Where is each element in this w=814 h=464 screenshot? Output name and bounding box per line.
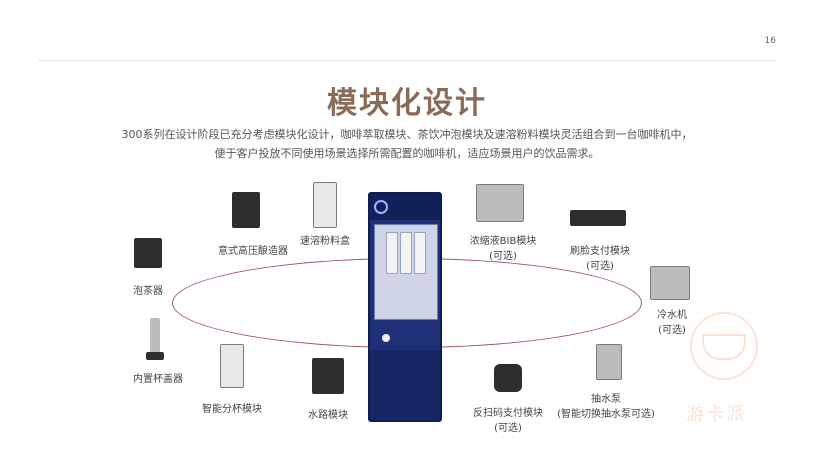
module-concentrate-bib: 浓缩液BIB模块 (可选) bbox=[458, 182, 548, 266]
module-label: 意式高压酿造器 bbox=[208, 242, 298, 257]
cup-lid-base-icon bbox=[146, 352, 164, 360]
module-face-pay: 刷脸支付模块 (可选) bbox=[558, 204, 642, 276]
header-divider bbox=[38, 60, 776, 61]
module-label: 抽水泵 (智能切换抽水泵可选) bbox=[548, 390, 664, 420]
brewer-icon bbox=[232, 192, 260, 228]
module-water-pump: 抽水泵 (智能切换抽水泵可选) bbox=[548, 340, 664, 430]
module-label: 速溶粉料盒 bbox=[290, 232, 360, 247]
module-label: 浓缩液BIB模块 (可选) bbox=[458, 232, 548, 262]
qr-pay-icon bbox=[494, 364, 522, 392]
machine-logo-icon bbox=[374, 200, 388, 214]
module-cup-lid-dispenser: 内置杯盖器 bbox=[124, 318, 192, 388]
bib-module-icon bbox=[476, 184, 524, 222]
module-label: 内置杯盖器 bbox=[124, 370, 192, 385]
module-label: 泡茶器 bbox=[126, 282, 170, 297]
module-label-sub: (可选) bbox=[558, 257, 642, 272]
module-label: 刷脸支付模块 (可选) bbox=[558, 242, 642, 272]
face-pay-icon bbox=[570, 210, 626, 226]
page-number: 16 bbox=[765, 36, 776, 46]
module-qr-pay: 反扫码支付模块 (可选) bbox=[466, 350, 550, 434]
watermark-text: 游卡派 bbox=[686, 400, 746, 426]
water-path-icon bbox=[312, 358, 344, 394]
description-line-1: 300系列在设计阶段已充分考虑模块化设计，咖啡萃取模块、茶饮冲泡模块及速溶粉料模… bbox=[0, 126, 814, 142]
machine-canister-3 bbox=[414, 232, 426, 274]
coffee-machine-image bbox=[368, 192, 442, 422]
machine-canister-1 bbox=[386, 232, 398, 274]
module-water-path: 水路模块 bbox=[298, 356, 358, 422]
module-label-sub: (可选) bbox=[466, 419, 550, 434]
water-chiller-icon bbox=[650, 266, 690, 300]
cup-dispenser-icon bbox=[220, 344, 244, 388]
module-label-text: 抽水泵 bbox=[591, 394, 621, 405]
module-espresso-brewer: 意式高压酿造器 bbox=[208, 190, 298, 260]
description-line-2: 便于客户投放不同使用场景选择所需配置的咖啡机，适应场景用户的饮品需求。 bbox=[0, 145, 814, 161]
module-label: 智能分杯模块 bbox=[196, 400, 268, 415]
machine-canister-2 bbox=[400, 232, 412, 274]
slide-title: 模块化设计 bbox=[0, 78, 814, 122]
module-label-sub: (智能切换抽水泵可选) bbox=[548, 405, 664, 420]
machine-base bbox=[370, 350, 440, 420]
watermark: 游卡派 bbox=[674, 306, 792, 446]
module-label-text: 反扫码支付模块 bbox=[473, 408, 543, 419]
module-instant-powder-box: 速溶粉料盒 bbox=[290, 180, 360, 256]
module-smart-cup-dispenser: 智能分杯模块 bbox=[196, 344, 268, 420]
module-tea-brewer: 泡茶器 bbox=[126, 236, 170, 296]
module-label-sub: (可选) bbox=[458, 247, 548, 262]
module-label-text: 刷脸支付模块 bbox=[570, 246, 630, 257]
module-label: 水路模块 bbox=[298, 406, 358, 421]
tea-brewer-icon bbox=[134, 238, 162, 268]
powder-box-icon bbox=[313, 182, 337, 228]
module-label: 反扫码支付模块 (可选) bbox=[466, 404, 550, 434]
module-label-text: 浓缩液BIB模块 bbox=[470, 236, 537, 247]
machine-cup-icon bbox=[382, 334, 390, 342]
water-pump-icon bbox=[596, 344, 622, 380]
